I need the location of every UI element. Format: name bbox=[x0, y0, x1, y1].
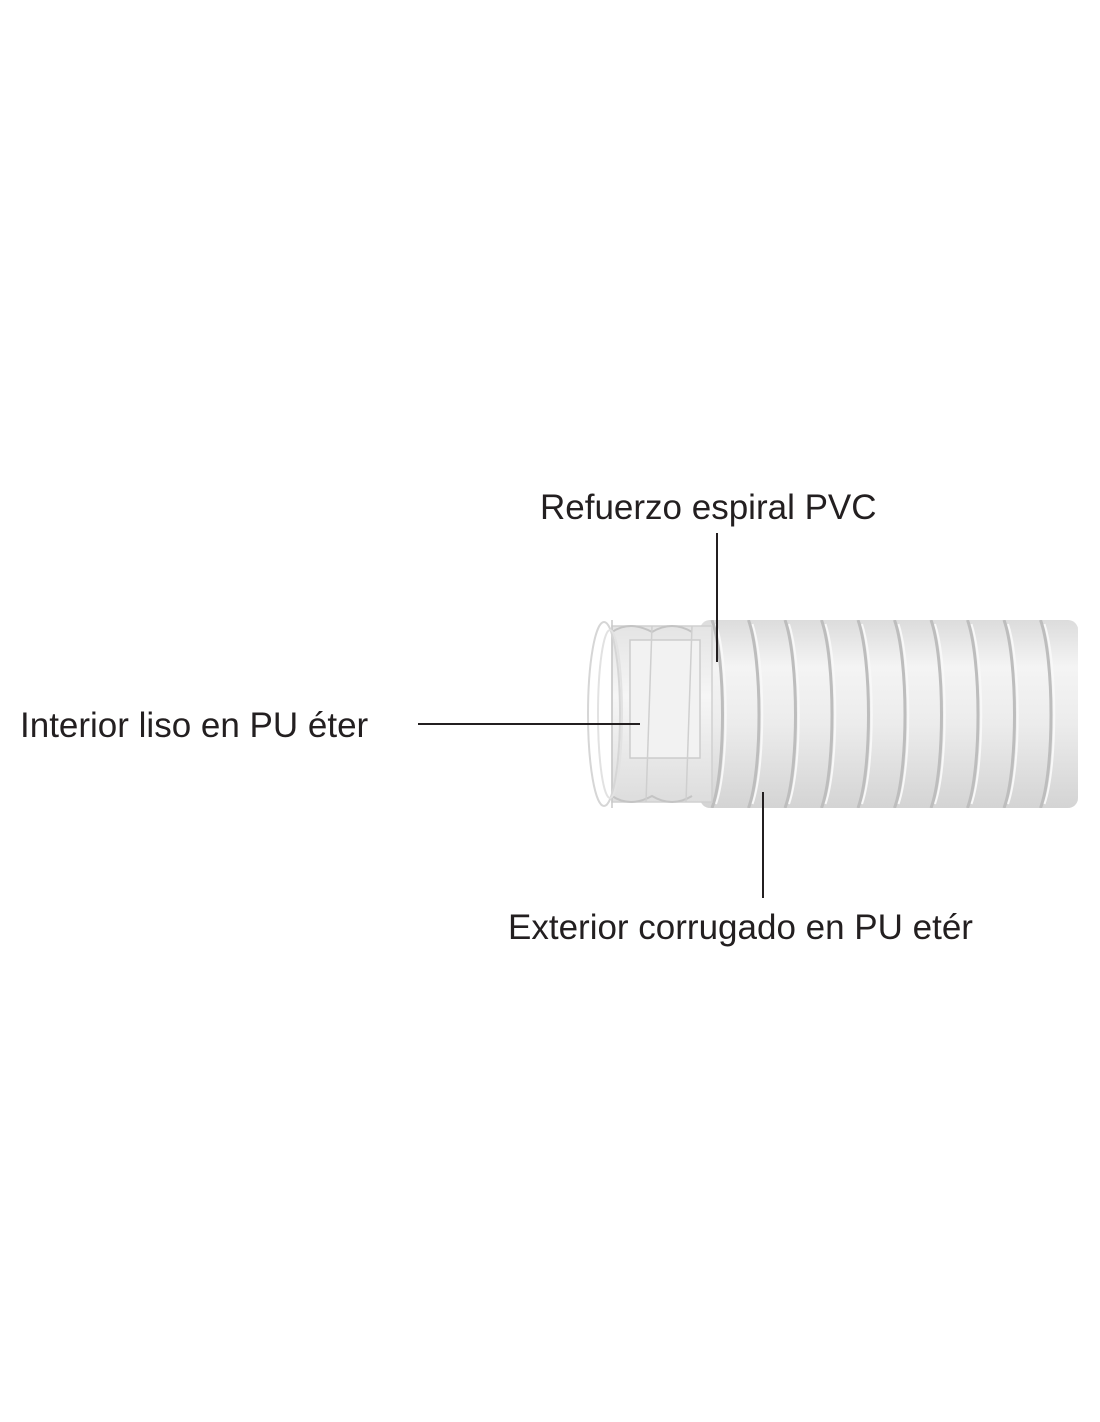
label-exterior: Exterior corrugado en PU etér bbox=[508, 908, 973, 947]
spiral-ring bbox=[747, 620, 761, 808]
spiral-ring bbox=[1039, 620, 1053, 808]
spiral-ring bbox=[820, 620, 834, 808]
hose-open-end bbox=[587, 621, 623, 807]
leader-lines bbox=[418, 533, 764, 898]
label-reinforcement: Refuerzo espiral PVC bbox=[540, 488, 877, 527]
spiral-ring bbox=[966, 620, 980, 808]
spiral-ring bbox=[1002, 620, 1016, 808]
inner-liner-cutaway bbox=[611, 620, 713, 808]
spiral-ring-highlight bbox=[824, 623, 837, 805]
spiral-ring bbox=[856, 620, 870, 808]
spiral-ring-highlight bbox=[1007, 623, 1019, 805]
spiral-ring-highlight bbox=[788, 623, 800, 805]
spiral-ring bbox=[893, 620, 907, 808]
spiral-ring-highlight bbox=[897, 623, 910, 805]
spiral-ring-highlight bbox=[1043, 623, 1056, 805]
spiral-ring-highlight bbox=[934, 623, 946, 805]
spiral-ring-highlight bbox=[715, 623, 727, 805]
spiral-ring-highlight bbox=[970, 623, 983, 805]
hose-outer-body bbox=[700, 620, 1078, 808]
spiral-ring bbox=[783, 620, 797, 808]
spiral-ring bbox=[1075, 620, 1078, 808]
label-interior: Interior liso en PU éter bbox=[20, 706, 369, 745]
spiral-ring-highlight bbox=[1081, 624, 1091, 804]
spiral-reinforcement bbox=[710, 620, 1091, 808]
spiral-ring bbox=[929, 620, 943, 808]
spiral-ring-highlight bbox=[751, 623, 764, 805]
spiral-ring-highlight bbox=[861, 623, 873, 805]
